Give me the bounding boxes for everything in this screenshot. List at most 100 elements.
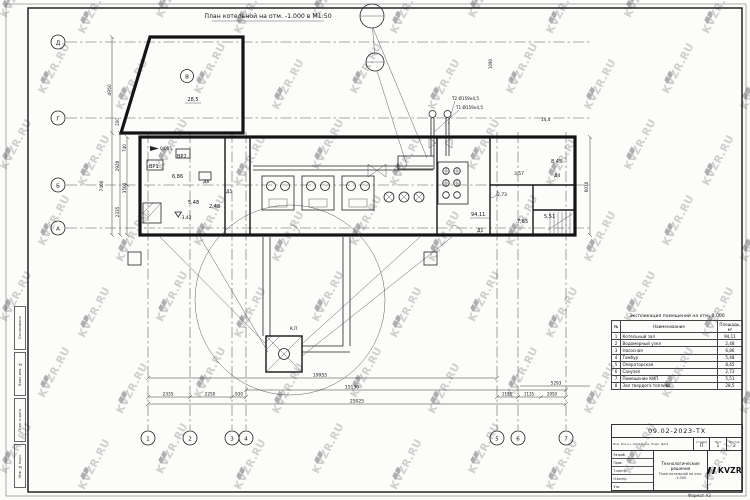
revision-header: Изм. Кол.уч. Лист №док. Подп. Дата [612, 438, 694, 450]
section-title: Технологические решения [661, 460, 700, 471]
dim: 2920 [115, 160, 120, 171]
stairs [547, 212, 573, 233]
dim: 1135 [524, 392, 535, 397]
kvzr-logo: KVZR [706, 451, 742, 490]
axis-label: 4 [244, 437, 248, 443]
dim: 1135 [502, 392, 513, 397]
signature-row: Утв. [613, 484, 621, 489]
rooms-table-title: Экспликация помещений на отм. 0.000 [629, 314, 725, 319]
dim: 4950 [107, 84, 113, 96]
dimension-lines [109, 34, 593, 407]
chimney-foundation [265, 335, 303, 373]
axis-label: 5 [495, 437, 499, 443]
left-equipment [142, 146, 212, 224]
axis-label: 7 [564, 437, 568, 443]
room-area: 2,48 [209, 204, 220, 210]
guy-wires [159, 236, 453, 357]
room-area: 5,51 [544, 214, 555, 220]
logo-text: KVZR [717, 466, 742, 475]
pipe-label-t2: Т2 Ø159х4,5 [451, 96, 479, 101]
footing-right [423, 251, 438, 266]
pipe-header [253, 165, 433, 171]
table-column-header: Площадь, м² [716, 319, 744, 334]
room-area: 6,86 [172, 174, 183, 180]
boiler-unit-1 [261, 175, 295, 211]
boiler-hall-outline [138, 135, 577, 237]
elevation-mark [174, 211, 183, 218]
dim: 19955 [313, 373, 327, 379]
axis-label: Г [56, 117, 60, 123]
axis-label: 3 [230, 437, 234, 443]
dim: 200 [115, 118, 120, 126]
dim: 2250 [205, 392, 216, 397]
sheets-cell: Листов 2 [727, 438, 742, 450]
label-vr2: ВР2 [177, 154, 187, 160]
dim: 930 [235, 392, 243, 397]
dim: 5293 [551, 381, 562, 386]
control-cabinet [437, 161, 469, 205]
logo-square-icon [706, 467, 712, 474]
dim: 6070 [584, 181, 589, 192]
room-area: 7,85 [517, 219, 528, 225]
room-tag: В 28,5 [180, 69, 201, 104]
axis-markers-left: Д Г Б А [50, 34, 66, 236]
room-area: 28,5 [187, 97, 198, 103]
signature-rows: Разраб.Пров.Т.контр.Н.контр.Утв. [612, 451, 654, 490]
logo-square-icon [711, 467, 717, 474]
sheets-value: 2 [732, 443, 736, 449]
pumps [367, 155, 435, 203]
risers [428, 100, 460, 156]
sheet-cell: Лист 1 [710, 438, 727, 450]
partition-walls [224, 137, 575, 235]
axis-label: Б [56, 184, 60, 190]
axis-grid [66, 41, 592, 430]
detail-callouts [359, 3, 428, 167]
stage-value: П [699, 443, 704, 449]
title-block: 09.02-2023-ТХ Изм. Кол.уч. Лист №док. По… [611, 424, 743, 491]
dim: 1090 [488, 58, 493, 69]
dimension-texts: 19955 15130 25025 2335 2250 930 1135 113… [99, 58, 589, 404]
building-walls [118, 35, 577, 237]
sheet-label: Лист [714, 439, 722, 444]
pipe-label-t1: Т1 Ø159х4,5 [455, 105, 483, 110]
door-mark: Д6 [203, 179, 210, 185]
door-mark: Д4 [554, 173, 561, 179]
construction-circle [194, 204, 386, 396]
table-column-header: Наименование [620, 319, 718, 334]
signature-row: Пров. [612, 459, 653, 467]
axis-markers-bottom: 1 2 3 4 5 6 7 [140, 430, 574, 446]
dim: 2050 [547, 392, 558, 397]
door-swings [289, 189, 499, 236]
plan-labels: 0,005 ВР1 ВР2 6,86 Д6 Д5 2,48 5,48 -3,42… [149, 96, 562, 331]
room-area: 8,45 [551, 159, 562, 165]
signature-row: Н.контр. [612, 475, 653, 483]
boiler-unit-3 [341, 175, 375, 211]
sheet-title: План котельной на отм. -1.000 [658, 472, 703, 481]
room-area: 5,48 [188, 200, 199, 206]
label-vr1: ВР1 [149, 164, 159, 170]
drawing-frame [27, 7, 743, 493]
boiler-unit-2 [301, 175, 335, 211]
doc-number: 09.02-2023-ТХ [648, 427, 706, 435]
stage-cell: Стадия П [694, 438, 711, 450]
sheet-value: 1 [716, 443, 720, 449]
footing-left [127, 251, 142, 266]
slope-label: 0,005 [160, 146, 172, 151]
format-note: Формат А3 [688, 492, 711, 498]
room-area: 2,73 [497, 192, 507, 198]
sheet-edge [5, 3, 747, 497]
door-mark: Д5 [226, 189, 233, 195]
stage-label: Стадия [696, 439, 708, 444]
dim: 25025 [350, 399, 364, 405]
axis-label: 2 [188, 437, 192, 443]
sheets-label: Листов [729, 439, 740, 444]
